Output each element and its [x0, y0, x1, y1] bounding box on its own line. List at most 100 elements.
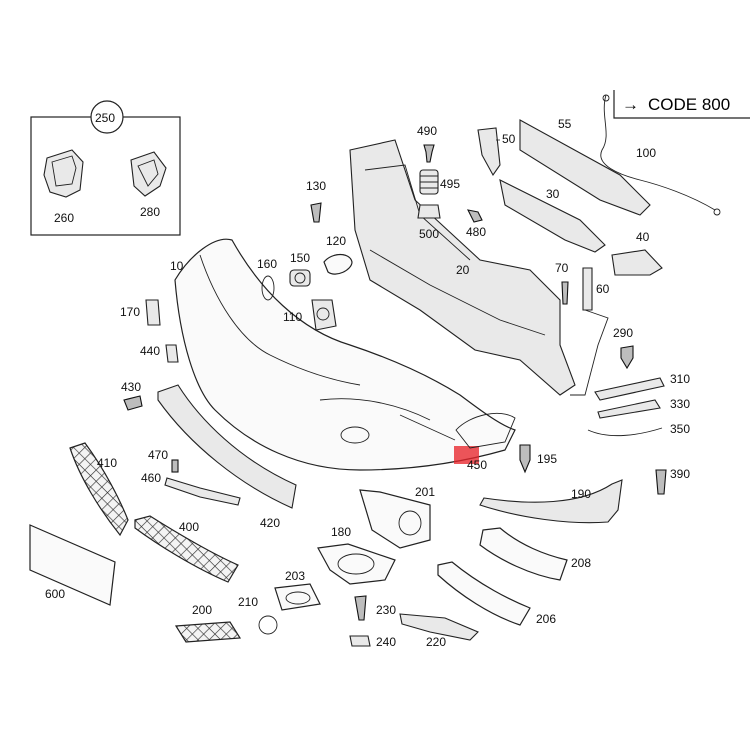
part-160[interactable]: 160 — [257, 257, 277, 301]
part-420[interactable]: 420 — [157, 384, 297, 530]
code-800-header: → CODE 800 — [613, 90, 750, 119]
part-210[interactable]: 210 — [238, 595, 278, 635]
label-190: 190 — [571, 487, 591, 501]
label-20: 20 — [456, 263, 470, 277]
label-180: 180 — [331, 525, 351, 539]
label-230: 230 — [376, 603, 396, 617]
label-310: 310 — [670, 372, 690, 386]
part-180[interactable]: 180 — [317, 525, 396, 585]
part-10-bumper-cover[interactable]: 10 — [170, 238, 516, 471]
part-390[interactable]: 390 — [655, 467, 690, 495]
part-220[interactable]: 220 — [399, 613, 479, 649]
label-410: 410 — [97, 456, 117, 470]
part-600-license-plate[interactable]: 600 — [29, 524, 116, 606]
part-260[interactable]: 260 — [43, 149, 84, 225]
part-40[interactable]: 40 — [611, 230, 663, 276]
label-195: 195 — [537, 452, 557, 466]
label-400: 400 — [179, 520, 199, 534]
part-20-bumper-carrier[interactable]: 20 — [349, 139, 609, 396]
part-470[interactable]: 470 — [148, 448, 179, 473]
part-460[interactable]: 460 — [141, 471, 241, 506]
label-260: 260 — [54, 211, 74, 225]
label-480: 480 — [466, 225, 486, 239]
part-100-wiring-harness[interactable]: 100 — [600, 94, 721, 216]
label-210: 210 — [238, 595, 258, 609]
part-350[interactable]: 350 — [587, 422, 690, 437]
part-500[interactable]: 500 — [417, 204, 441, 241]
label-130: 130 — [306, 179, 326, 193]
part-60[interactable]: 60 — [582, 267, 610, 311]
label-208: 208 — [571, 556, 591, 570]
part-240[interactable]: 240 — [349, 635, 396, 649]
part-400-grille[interactable]: 400 — [134, 515, 239, 583]
part-30[interactable]: 30 — [499, 179, 606, 253]
label-500: 500 — [419, 227, 439, 241]
label-60: 60 — [596, 282, 610, 296]
label-280: 280 — [140, 205, 160, 219]
part-50[interactable]: 50 — [477, 127, 516, 177]
part-330[interactable]: 330 — [597, 397, 690, 419]
part-55[interactable]: 55 — [519, 117, 651, 216]
part-410-grille[interactable]: 410 — [69, 442, 129, 537]
code-arrow-icon: → — [622, 95, 639, 114]
label-420: 420 — [260, 516, 280, 530]
part-170[interactable]: 170 — [120, 299, 161, 326]
part-201[interactable]: 201 — [359, 485, 435, 549]
label-110: 110 — [283, 310, 302, 324]
part-110[interactable]: 110 — [283, 299, 337, 331]
label-50: 50 — [502, 132, 516, 146]
inset-label: 250 — [95, 111, 115, 125]
label-390: 390 — [670, 467, 690, 481]
part-150[interactable]: 150 — [289, 251, 311, 287]
label-450: 450 — [467, 458, 487, 472]
label-10: 10 — [170, 259, 184, 273]
label-203: 203 — [285, 569, 305, 583]
label-440: 440 — [140, 344, 160, 358]
part-120[interactable]: 120 — [323, 234, 353, 275]
label-470: 470 — [148, 448, 168, 462]
inset-250[interactable]: 250 260 280 — [30, 100, 181, 236]
label-201: 201 — [415, 485, 435, 499]
label-170: 170 — [120, 305, 140, 319]
part-206[interactable]: 206 — [437, 561, 556, 626]
label-200: 200 — [192, 603, 212, 617]
label-495: 495 — [440, 177, 460, 191]
part-208[interactable]: 208 — [479, 527, 591, 581]
label-600: 600 — [45, 587, 65, 601]
part-230[interactable]: 230 — [354, 595, 396, 621]
part-450-highlighted[interactable]: 450 — [399, 412, 516, 472]
part-70[interactable]: 70 — [555, 261, 569, 305]
part-290[interactable]: 290 — [613, 326, 634, 370]
part-310[interactable]: 310 — [594, 372, 690, 401]
label-240: 240 — [376, 635, 396, 649]
label-330: 330 — [670, 397, 690, 411]
label-120: 120 — [326, 234, 346, 248]
part-495[interactable]: 495 — [419, 169, 460, 195]
part-280[interactable]: 280 — [130, 151, 167, 219]
label-160: 160 — [257, 257, 277, 271]
label-350: 350 — [670, 422, 690, 436]
label-40: 40 — [636, 230, 650, 244]
part-203[interactable]: 203 — [274, 569, 321, 611]
part-200-grille[interactable]: 200 — [174, 603, 242, 643]
label-430: 430 — [121, 380, 141, 394]
label-490: 490 — [417, 124, 437, 138]
part-195[interactable]: 195 — [519, 444, 557, 474]
label-150: 150 — [290, 251, 310, 265]
label-460: 460 — [141, 471, 161, 485]
part-130[interactable]: 130 — [306, 179, 326, 223]
label-100: 100 — [636, 146, 656, 160]
part-480[interactable]: 480 — [466, 209, 486, 239]
label-55: 55 — [558, 117, 572, 131]
part-490[interactable]: 490 — [417, 124, 437, 163]
label-220: 220 — [426, 635, 446, 649]
label-30: 30 — [546, 187, 560, 201]
label-206: 206 — [536, 612, 556, 626]
part-190[interactable]: 190 — [479, 479, 623, 524]
part-430[interactable]: 430 — [121, 380, 143, 411]
part-440[interactable]: 440 — [140, 344, 179, 363]
label-70: 70 — [555, 261, 569, 275]
code-label: CODE 800 — [648, 95, 730, 114]
label-290: 290 — [613, 326, 633, 340]
